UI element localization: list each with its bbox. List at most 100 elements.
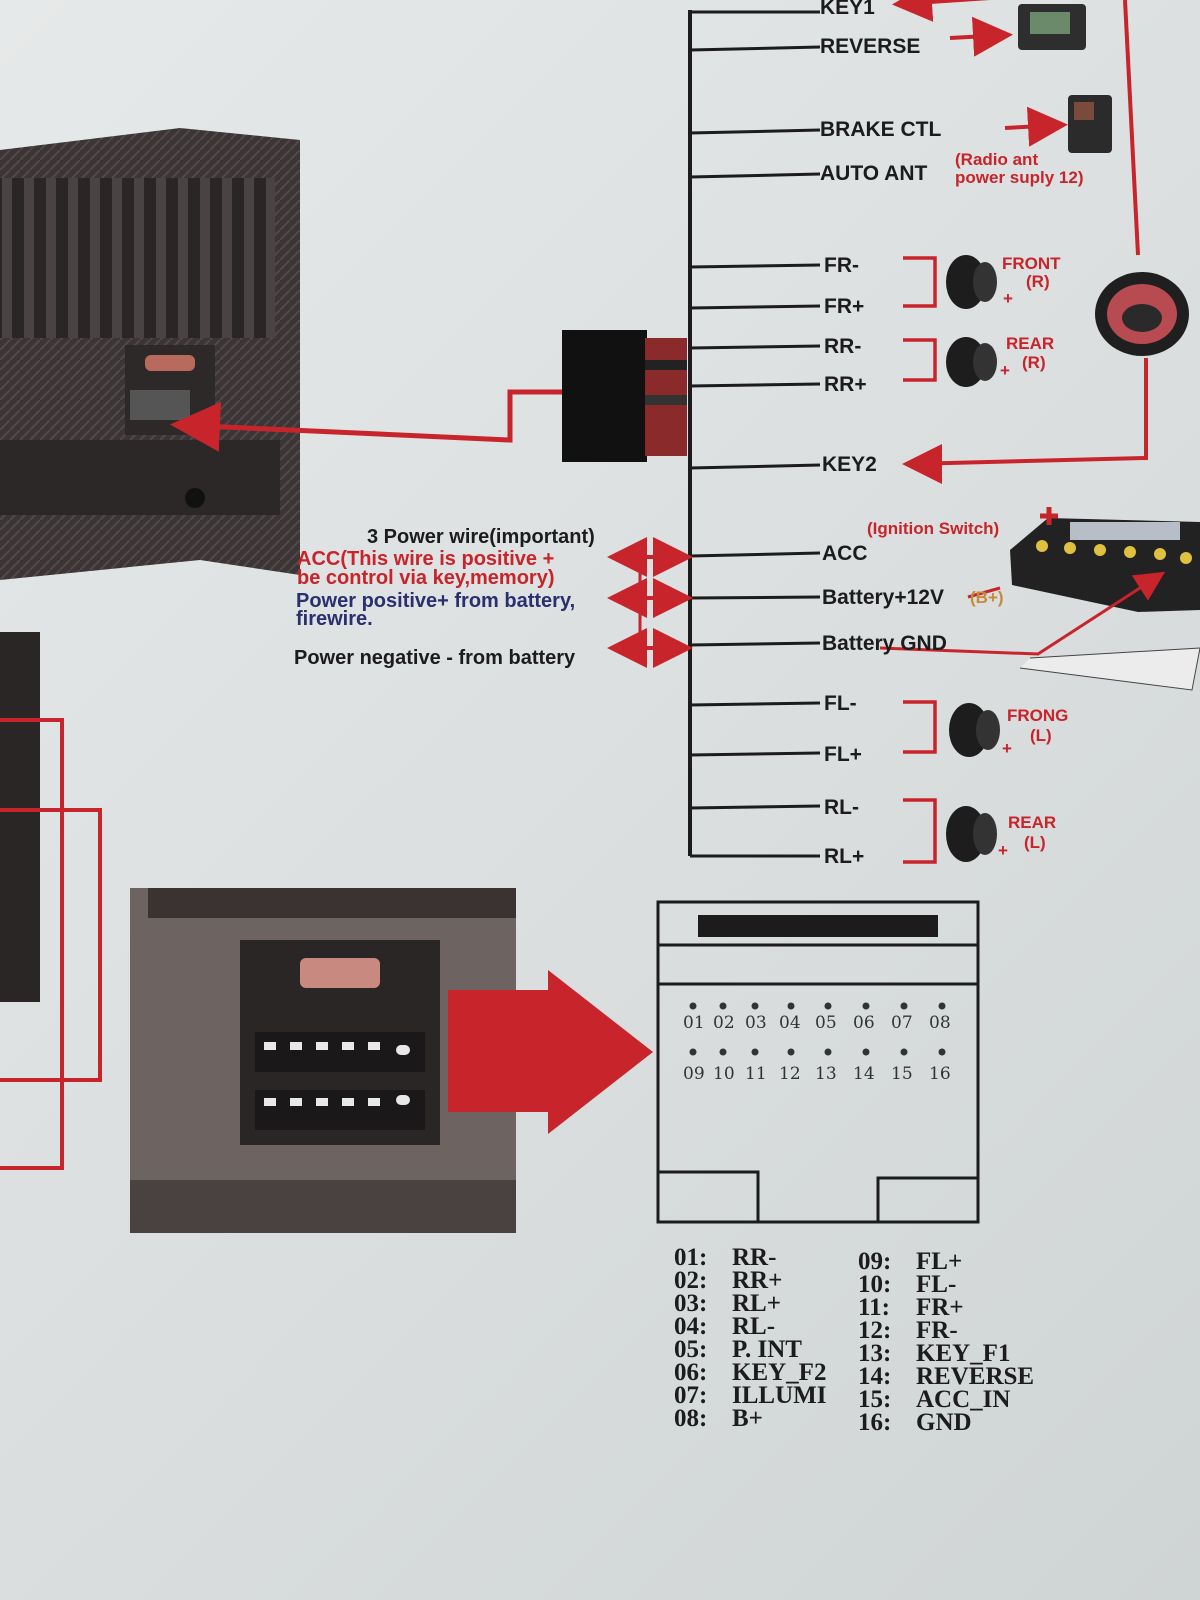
- pinout-row: 10: FL-: [858, 1271, 1034, 1298]
- pinout-row: 13:KEY_F1: [858, 1341, 1034, 1366]
- pinout-pin-number: 16:: [858, 1409, 892, 1436]
- pinout-pin-number: 10:: [858, 1271, 892, 1298]
- pinout-row: 04:RL-: [674, 1313, 826, 1340]
- pinout-pin-function: ILLUMI: [732, 1382, 827, 1409]
- head-unit-photo: [0, 128, 300, 580]
- pinout-pin-function: FR-: [916, 1317, 958, 1344]
- pinout-row: 03: RL+: [674, 1290, 826, 1317]
- pinout-pin-number: 03:: [674, 1290, 708, 1317]
- wire-label-acc: ACC: [822, 542, 868, 565]
- pinout-pin-function: ACC_IN: [916, 1386, 1011, 1413]
- pinout-pin-function: RR+: [732, 1267, 783, 1294]
- pinout-row: 16: GND: [858, 1409, 1034, 1436]
- pinout-row: 11: FR+: [858, 1294, 1034, 1321]
- pinout-pin-function: FR+: [916, 1294, 964, 1321]
- pinout-pin-function: GND: [916, 1409, 972, 1436]
- brake-icon: [1068, 95, 1112, 153]
- wire-label-fl-minus: FL-: [824, 692, 857, 715]
- wire-label-gnd: Battery GND: [822, 632, 947, 655]
- power-notes-heading: 3 Power wire(important): [367, 526, 595, 548]
- pin-number: 08: [929, 1013, 951, 1033]
- pinout-pin-number: 01:: [674, 1244, 708, 1271]
- power-notes-positive-1: Power positive+ from battery,: [296, 590, 576, 612]
- pinout-pin-number: 11:: [858, 1294, 890, 1321]
- pinout-pin-number: 12:: [858, 1317, 892, 1344]
- pin-number: 04: [779, 1013, 801, 1033]
- pinout-pin-function: P. INT: [732, 1336, 802, 1363]
- power-notes-acc-1: ACC(This wire is positive +: [297, 548, 555, 570]
- speaker-rear-l-side: (L): [1024, 833, 1046, 852]
- pin-number: 12: [779, 1064, 801, 1084]
- pinout-pin-number: 08:: [674, 1405, 708, 1432]
- steering-wheel-icon: [1095, 272, 1189, 356]
- speaker-front-r-plus: +: [1003, 289, 1013, 308]
- wire-label-auto-ant: AUTO ANT: [820, 162, 928, 185]
- pin-number: 14: [853, 1064, 875, 1084]
- pinout-pin-number: 05:: [674, 1336, 708, 1363]
- pin-number: 11: [745, 1064, 767, 1084]
- pointer-arrow: [448, 970, 653, 1134]
- pin-number: 02: [713, 1013, 735, 1033]
- speaker-front-r-icon: [946, 255, 997, 309]
- pin-number: 05: [815, 1013, 837, 1033]
- pinout-row: 06:KEY_F2: [674, 1359, 827, 1386]
- camera-icon: [1018, 4, 1086, 50]
- ignition-switch-label: (Ignition Switch): [867, 519, 1000, 538]
- pinout-pin-number: 07:: [674, 1382, 708, 1409]
- wire-label-fr-plus: FR+: [824, 295, 865, 318]
- speaker-rear-r-label: REAR: [1006, 334, 1055, 353]
- pinout-pin-function: FL-: [916, 1271, 957, 1298]
- wire-label-rl-minus: RL-: [824, 796, 859, 819]
- speaker-front-l-icon: [949, 703, 1000, 757]
- auto-ant-note-2: power suply 12): [955, 168, 1084, 187]
- wire-label-rr-minus: RR-: [824, 335, 862, 358]
- auto-ant-note-1: (Radio ant: [955, 150, 1039, 169]
- wire-label-reverse: REVERSE: [820, 35, 921, 58]
- pinout-pin-number: 04:: [674, 1313, 708, 1340]
- speaker-front-l-label: FRONG: [1007, 706, 1069, 725]
- wire-label-brake: BRAKE CTL: [820, 118, 942, 141]
- pin-number: 16: [929, 1064, 951, 1084]
- speaker-front-l-side: (L): [1030, 726, 1052, 745]
- pinout-row: 14: REVERSE: [858, 1363, 1035, 1390]
- pinout-row: 15: ACC_IN: [858, 1386, 1034, 1413]
- wire-label-rr-plus: RR+: [824, 373, 867, 396]
- pinout-pin-function: B+: [732, 1405, 763, 1432]
- pinout-row: 05: P. INT: [674, 1336, 826, 1363]
- pinout-pin-number: 14:: [858, 1363, 892, 1390]
- speaker-rear-r-icon: [946, 337, 997, 387]
- pin-number: 13: [815, 1064, 837, 1084]
- pinout-row: 08: B+: [674, 1405, 826, 1432]
- wire-label-key2: KEY2: [822, 453, 877, 476]
- pin-number: 10: [713, 1064, 735, 1084]
- speaker-rear-r-side: (R): [1022, 353, 1046, 372]
- power-notes-acc-2: be control via key,memory): [297, 567, 555, 589]
- pin-number: 09: [683, 1064, 705, 1084]
- pin-number: 15: [891, 1064, 913, 1084]
- pinout-pin-number: 15:: [858, 1386, 892, 1413]
- pin-number: 07: [891, 1013, 913, 1033]
- wire-label-battery: Battery+12V: [822, 586, 944, 609]
- wire-label-key1: KEY1: [820, 0, 875, 19]
- pinout-row: 12: FR-: [858, 1317, 1034, 1344]
- battery-note: (B+): [970, 588, 1004, 607]
- power-notes-positive-2: firewire.: [296, 608, 373, 630]
- pinout-pin-function: REVERSE: [916, 1363, 1035, 1390]
- harness-connector: [170, 330, 687, 462]
- pinout-pin-function: FL+: [916, 1248, 963, 1275]
- pinout-row: 02: RR+: [674, 1267, 826, 1294]
- pinout-pin-function: RL+: [732, 1290, 781, 1317]
- pin-dots: [689, 1002, 946, 1056]
- pinout-pin-function: RR-: [732, 1244, 777, 1271]
- pinout-pin-number: 02:: [674, 1267, 708, 1294]
- pinout-pin-function: KEY_F2: [732, 1359, 827, 1386]
- speaker-front-l-plus: +: [1002, 739, 1012, 758]
- speaker-front-r-side: (R): [1026, 272, 1050, 291]
- wire-label-fl-plus: FL+: [824, 743, 862, 766]
- pin-number: 01: [683, 1013, 705, 1033]
- power-notes-negative: Power negative - from battery: [294, 647, 576, 669]
